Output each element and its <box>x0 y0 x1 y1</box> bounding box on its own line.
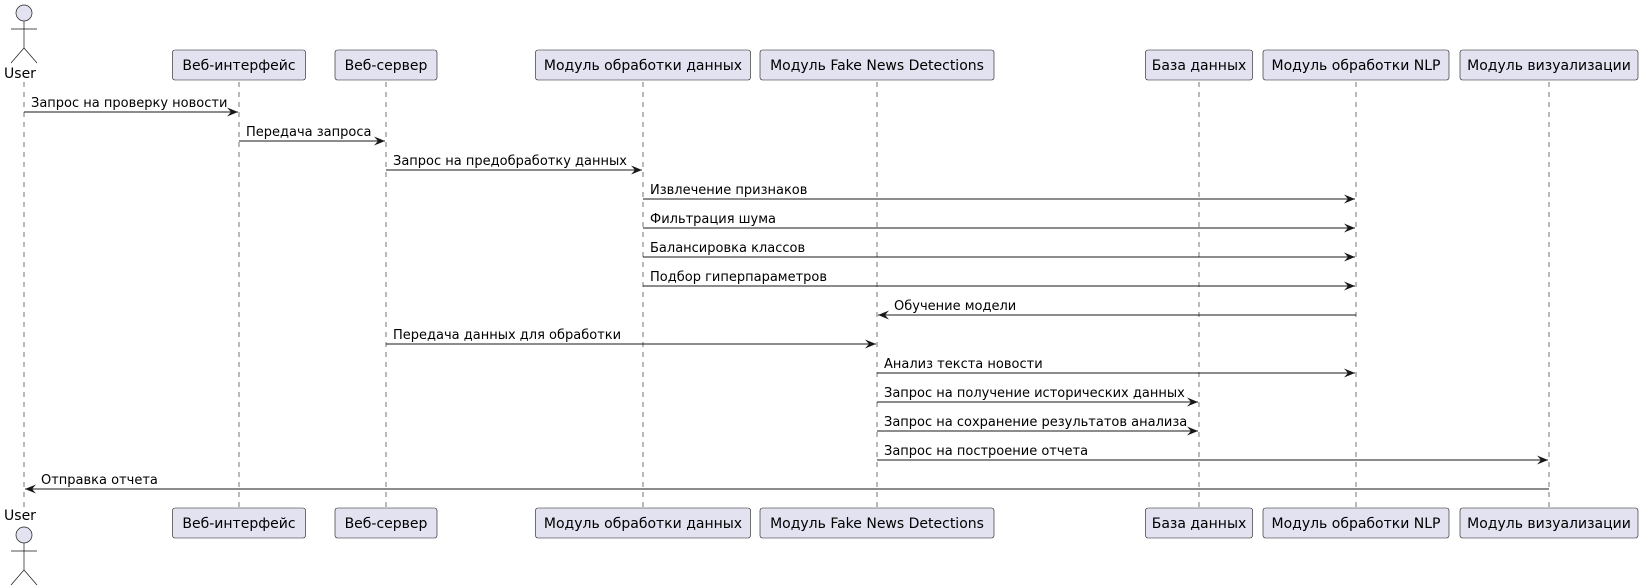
participant-label: Модуль визуализации <box>1467 58 1631 74</box>
message-label: Обучение модели <box>894 299 1016 314</box>
message-label: Запрос на предобработку данных <box>393 154 627 169</box>
participant-label: Веб-интерфейс <box>182 516 295 532</box>
participant-box-web_ui-bottom: Веб-интерфейс <box>172 507 306 539</box>
top-user-actor-icon <box>10 4 38 64</box>
message-arrow: Балансировка классов <box>643 241 1355 262</box>
arrowhead <box>1187 397 1198 407</box>
participant-label: Модуль обработки данных <box>544 58 742 74</box>
participant-box-viz-bottom: Модуль визуализации <box>1459 507 1639 539</box>
participant-box-web_ui-top: Веб-интерфейс <box>172 49 306 81</box>
message-arrow: Извлечение признаков <box>643 183 1355 204</box>
participant-label: Модуль обработки NLP <box>1272 516 1441 532</box>
arrowhead <box>25 484 36 494</box>
participant-box-data_proc-bottom: Модуль обработки данных <box>535 507 751 539</box>
arrowhead <box>878 310 889 320</box>
participant-label: Модуль визуализации <box>1467 516 1631 532</box>
arrowhead <box>374 136 385 146</box>
arrowhead <box>1344 368 1355 378</box>
participant-box-viz-top: Модуль визуализации <box>1459 49 1639 81</box>
message-arrow: Подбор гиперпараметров <box>643 270 1355 291</box>
message-label: Запрос на сохранение результатов анализа <box>884 415 1187 430</box>
arrowhead <box>227 107 238 117</box>
actor-label-top: User <box>4 66 36 82</box>
arrowhead <box>1187 426 1198 436</box>
message-arrow: Обучение модели <box>878 299 1356 320</box>
message-label: Передача данных для обработки <box>393 328 621 343</box>
message-arrow: Запрос на проверку новости <box>24 96 238 117</box>
participant-box-web_server-top: Веб-сервер <box>334 49 438 81</box>
participant-label: Модуль обработки NLP <box>1272 58 1441 74</box>
arrowhead <box>1537 455 1548 465</box>
bottom-user-actor-icon <box>10 526 38 586</box>
message-arrow: Передача данных для обработки <box>386 328 876 349</box>
message-arrow: Передача запроса <box>239 125 385 146</box>
arrowhead <box>1344 223 1355 233</box>
message-label: Подбор гиперпараметров <box>650 270 827 285</box>
participants: UserUserВеб-интерфейсВеб-интерфейсВеб-се… <box>4 4 1639 586</box>
participant-label: База данных <box>1152 58 1247 74</box>
arrowhead <box>1344 281 1355 291</box>
participant-label: База данных <box>1152 516 1247 532</box>
arrowhead <box>1344 194 1355 204</box>
participant-label: Веб-интерфейс <box>182 58 295 74</box>
message-arrow: Запрос на сохранение результатов анализа <box>877 415 1198 436</box>
arrowhead <box>631 165 642 175</box>
participant-label: Модуль Fake News Detections <box>770 516 984 532</box>
message-arrow: Запрос на предобработку данных <box>386 154 642 175</box>
message-arrow: Анализ текста новости <box>877 357 1355 378</box>
message-label: Запрос на проверку новости <box>31 96 227 111</box>
participant-label: Модуль Fake News Detections <box>770 58 984 74</box>
participant-box-nlp-top: Модуль обработки NLP <box>1262 49 1450 81</box>
message-label: Балансировка классов <box>650 241 805 256</box>
lifelines <box>23 82 1550 508</box>
participant-box-nlp-bottom: Модуль обработки NLP <box>1262 507 1450 539</box>
actor-label-bottom: User <box>4 508 36 524</box>
participant-label: Модуль обработки данных <box>544 516 742 532</box>
participant-label: Веб-сервер <box>345 516 428 532</box>
message-label: Отправка отчета <box>41 473 158 488</box>
participant-label: Веб-сервер <box>345 58 428 74</box>
message-label: Фильтрация шума <box>650 212 776 227</box>
participant-box-data_proc-top: Модуль обработки данных <box>535 49 751 81</box>
participant-box-web_server-bottom: Веб-сервер <box>334 507 438 539</box>
message-label: Запрос на получение исторических данных <box>884 386 1185 401</box>
participant-box-db-top: База данных <box>1145 49 1253 81</box>
message-label: Запрос на построение отчета <box>884 444 1088 459</box>
participant-box-db-bottom: База данных <box>1145 507 1253 539</box>
message-arrow: Запрос на построение отчета <box>877 444 1548 465</box>
message-label: Передача запроса <box>246 125 371 140</box>
message-arrow: Фильтрация шума <box>643 212 1355 233</box>
message-label: Анализ текста новости <box>884 357 1043 372</box>
arrowhead <box>865 339 876 349</box>
message-arrow: Запрос на получение исторических данных <box>877 386 1198 407</box>
participant-box-fake_news-bottom: Модуль Fake News Detections <box>759 507 995 539</box>
message-label: Извлечение признаков <box>650 183 807 198</box>
message-arrow: Отправка отчета <box>25 473 1549 494</box>
participant-box-fake_news-top: Модуль Fake News Detections <box>759 49 995 81</box>
arrowhead <box>1344 252 1355 262</box>
